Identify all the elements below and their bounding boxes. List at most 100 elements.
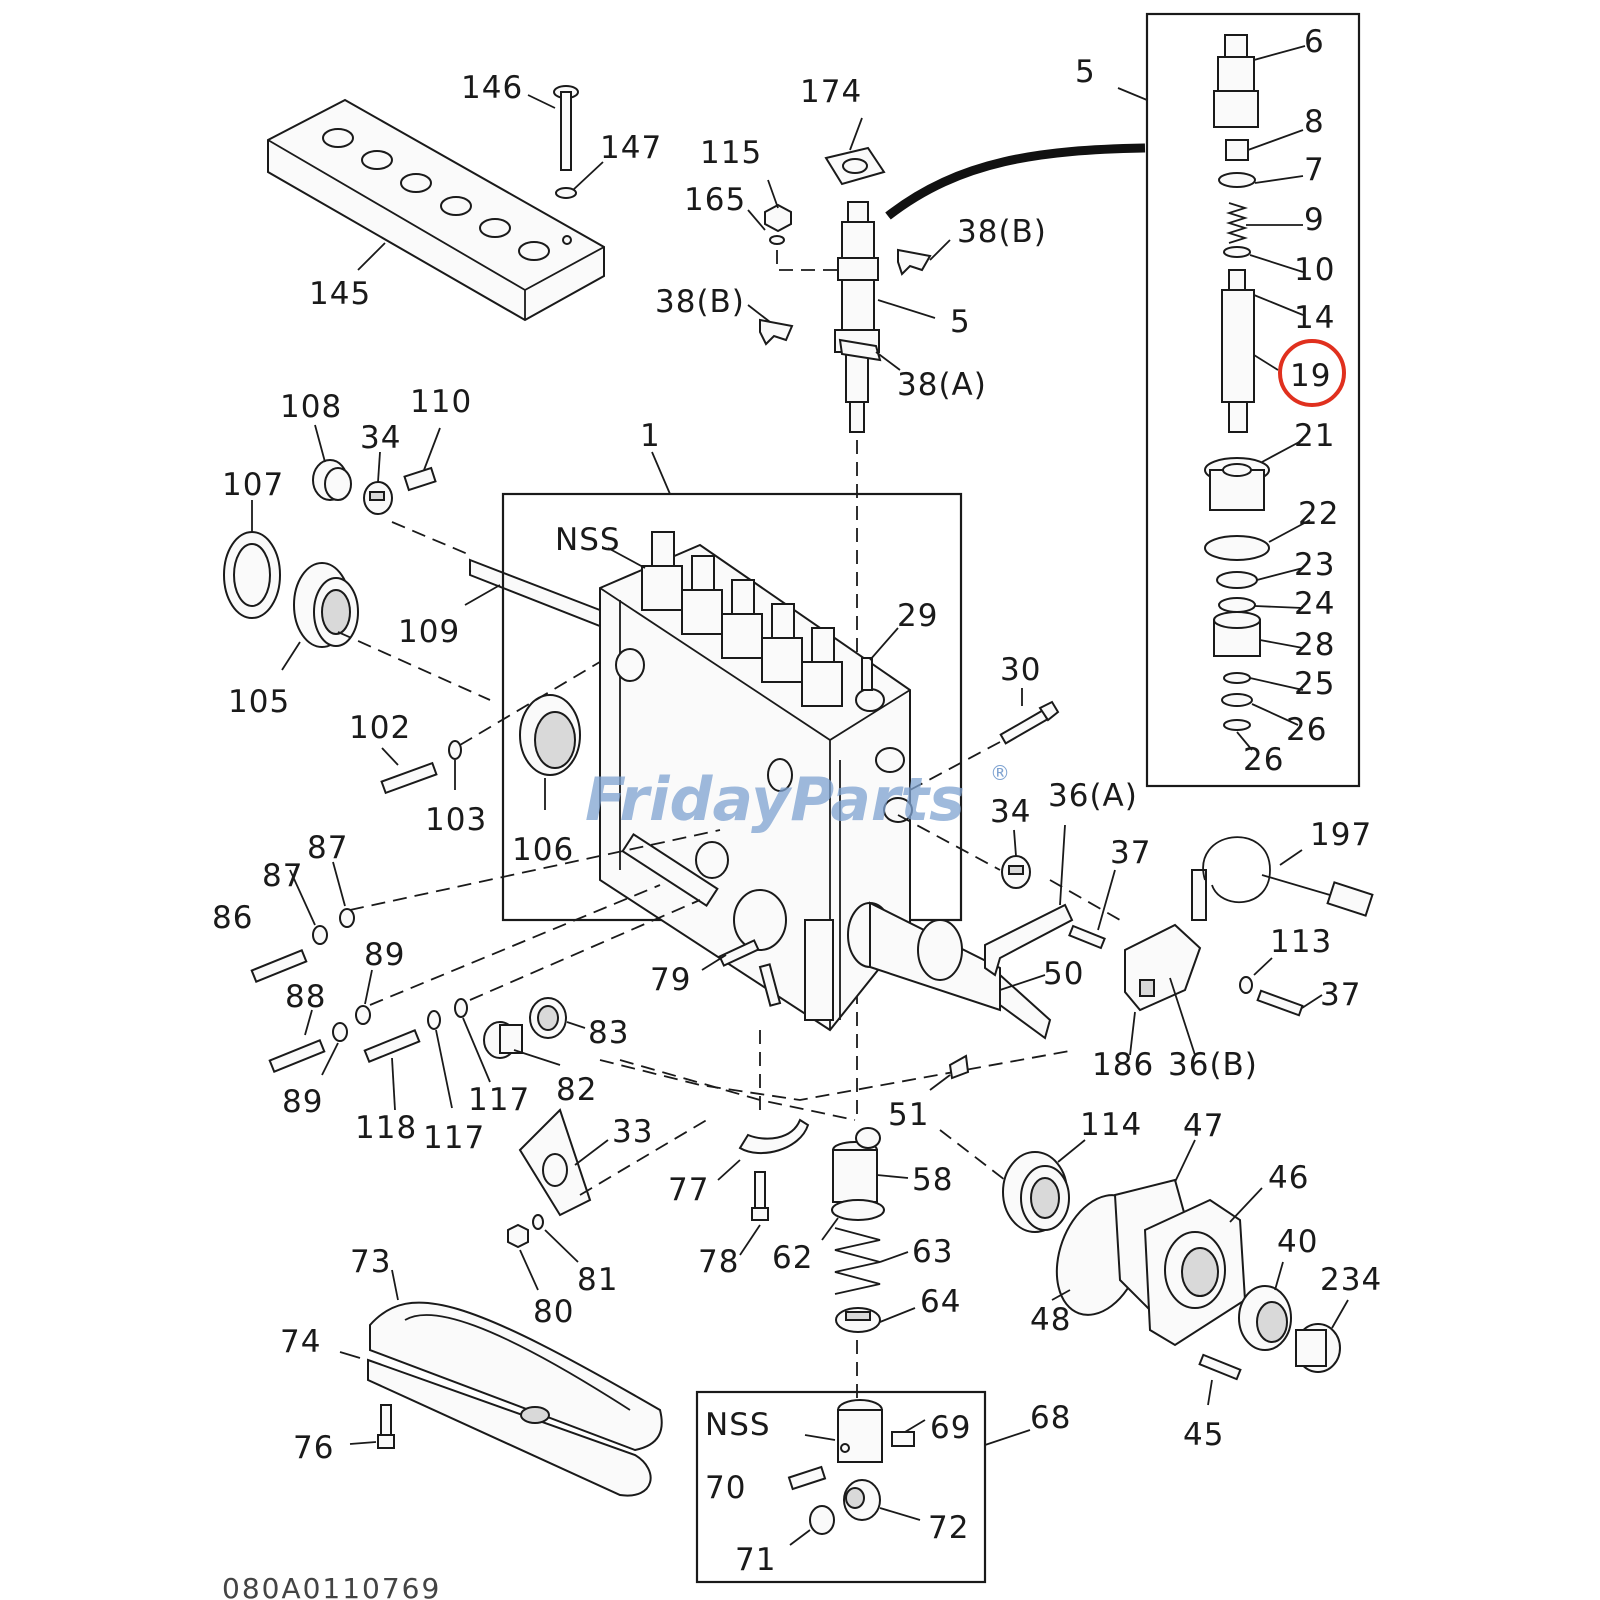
callout-29: 29 [897, 598, 938, 634]
washer [1223, 246, 1251, 258]
callout-47: 47 [1183, 1108, 1224, 1144]
sensor-bracket-36b [1124, 923, 1202, 1012]
callout-70: 70 [705, 1470, 746, 1506]
callout-14: 14 [1294, 300, 1335, 336]
shim-a [838, 338, 882, 362]
callout-79: 79 [650, 962, 691, 998]
washer-81 [532, 1214, 544, 1230]
callout-62: 62 [772, 1240, 813, 1276]
callout-21: 21 [1294, 418, 1335, 454]
flange-plate [824, 146, 886, 186]
sleeve-68 [837, 1399, 883, 1463]
callout-74: 74 [280, 1324, 321, 1360]
stud-102 [380, 761, 438, 795]
washer-113 [1239, 976, 1253, 994]
callout-197: 197 [1310, 817, 1372, 853]
callout-105: 105 [228, 684, 290, 720]
camshaft-50 [847, 901, 1052, 1040]
shim-b-left [759, 318, 794, 346]
pin-110 [403, 466, 437, 492]
callout-186: 186 [1092, 1047, 1154, 1083]
pumping-element [834, 201, 880, 433]
callout-30: 30 [1000, 652, 1041, 688]
callout-38b-left: 38(B) [655, 284, 745, 320]
callout-38b-right: 38(B) [957, 214, 1047, 250]
callout-89a: 89 [364, 937, 405, 973]
sensor-197 [1191, 836, 1374, 921]
callout-23: 23 [1294, 547, 1335, 583]
delivery-holders [641, 531, 843, 707]
callout-87a: 87 [262, 858, 303, 894]
kit-68-frame [695, 1390, 987, 1584]
callout-113: 113 [1270, 924, 1332, 960]
bolt-78 [751, 1171, 769, 1221]
callout-115: 115 [700, 135, 762, 171]
callout-82: 82 [556, 1072, 597, 1108]
watermark: FridayParts [585, 765, 965, 835]
callout-50: 50 [1043, 956, 1084, 992]
callout-145: 145 [309, 276, 371, 312]
retainer-34 [363, 481, 393, 515]
drawing-code: 080A0110769 [222, 1572, 441, 1600]
callout-8: 8 [1304, 104, 1325, 140]
bolt-118 [363, 1029, 421, 1063]
callout-78: 78 [698, 1244, 739, 1280]
callout-86: 86 [212, 900, 253, 936]
bottom-cover-73 [369, 1301, 663, 1452]
callout-174: 174 [800, 74, 862, 110]
washer-bottom [1223, 719, 1251, 731]
callout-48: 48 [1030, 1302, 1071, 1338]
callout-165: 165 [684, 182, 746, 218]
callout-76: 76 [293, 1430, 334, 1466]
callout-89b: 89 [282, 1084, 323, 1120]
callout-88: 88 [285, 979, 326, 1015]
screw-69 [891, 1431, 915, 1447]
callout-5b: 5 [950, 304, 971, 340]
callout-146: 146 [461, 70, 523, 106]
valve-stopper [1225, 139, 1249, 161]
washer-87b [339, 908, 355, 928]
washer-115 [769, 235, 785, 245]
retainer-34-right [1001, 855, 1031, 889]
spring-seat-62 [831, 1199, 885, 1221]
plug-82 [483, 1021, 523, 1059]
callout-9: 9 [1304, 202, 1325, 238]
callout-68: 68 [1030, 1400, 1071, 1436]
washer-89b [332, 1022, 348, 1042]
bolt-86 [250, 949, 308, 983]
collar-234 [1295, 1323, 1341, 1373]
stud-29 [861, 657, 873, 691]
washer-71 [809, 1505, 835, 1535]
key-51 [948, 1054, 970, 1080]
callout-147: 147 [600, 130, 662, 166]
callout-nss-bottom: NSS [705, 1407, 771, 1443]
callout-71: 71 [735, 1542, 776, 1578]
callout-nss-top: NSS [555, 522, 621, 558]
washer-117a [427, 1010, 441, 1030]
control-rack-109 [469, 558, 606, 630]
callout-45: 45 [1183, 1417, 1224, 1453]
small-ring [1223, 672, 1251, 684]
nut-165 [764, 203, 792, 233]
callout-73: 73 [350, 1244, 391, 1280]
spring-63 [834, 1227, 881, 1295]
callout-5a: 5 [1075, 54, 1096, 90]
cover-washer [555, 187, 577, 199]
callout-25: 25 [1294, 666, 1335, 702]
callout-63: 63 [912, 1234, 953, 1270]
bottom-gasket-74 [367, 1358, 652, 1497]
shim-b-right [897, 248, 932, 276]
bolt-37-right [1256, 989, 1304, 1017]
callout-87b: 87 [307, 830, 348, 866]
callout-102: 102 [349, 710, 411, 746]
washer-87a [312, 925, 328, 945]
bearing-cover-108 [312, 459, 352, 501]
callout-81: 81 [577, 1262, 618, 1298]
callout-6: 6 [1304, 24, 1325, 60]
callout-26a: 26 [1286, 712, 1327, 748]
callout-36b: 36(B) [1168, 1047, 1258, 1083]
callout-24: 24 [1294, 586, 1335, 622]
washer-89a [355, 1005, 371, 1025]
spring-seat-upper [1204, 457, 1270, 511]
callout-83: 83 [588, 1015, 629, 1051]
